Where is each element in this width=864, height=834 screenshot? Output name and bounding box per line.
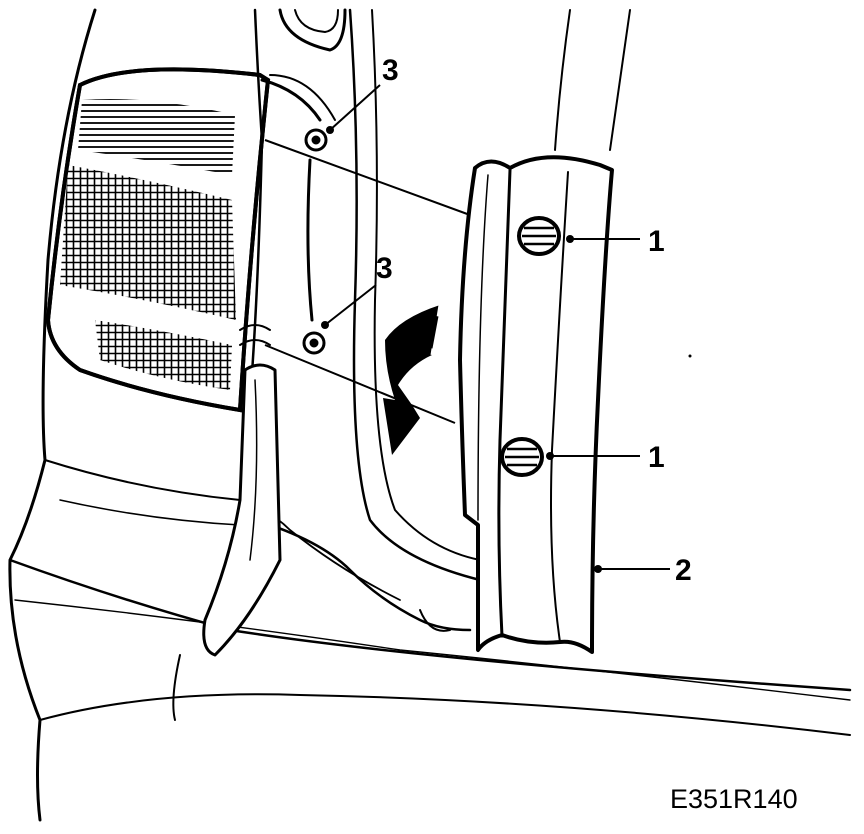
alignment-guides (264, 139, 471, 424)
callout-1-upper: 1 (648, 225, 665, 258)
lower-pillar-trim (202, 324, 282, 657)
seat-upholstery (45, 67, 271, 413)
vehicle-body-outline (8, 8, 852, 822)
fastener-socket-lower (302, 331, 326, 355)
callout-3-upper: 3 (382, 54, 399, 87)
door-frame (238, 8, 631, 632)
fastener-socket-upper (304, 128, 328, 152)
figure-code: E351R140 (670, 784, 798, 814)
callout-2: 2 (675, 554, 692, 587)
callout-1-lower: 1 (648, 441, 665, 474)
panel-clip-lower (500, 437, 544, 477)
panel-clip-upper (517, 216, 561, 256)
removal-direction-arrow (383, 304, 442, 455)
trim-panel (458, 155, 614, 654)
leader-lines (324, 84, 670, 570)
leader-dots (321, 126, 692, 573)
callout-3-lower: 3 (376, 252, 393, 285)
